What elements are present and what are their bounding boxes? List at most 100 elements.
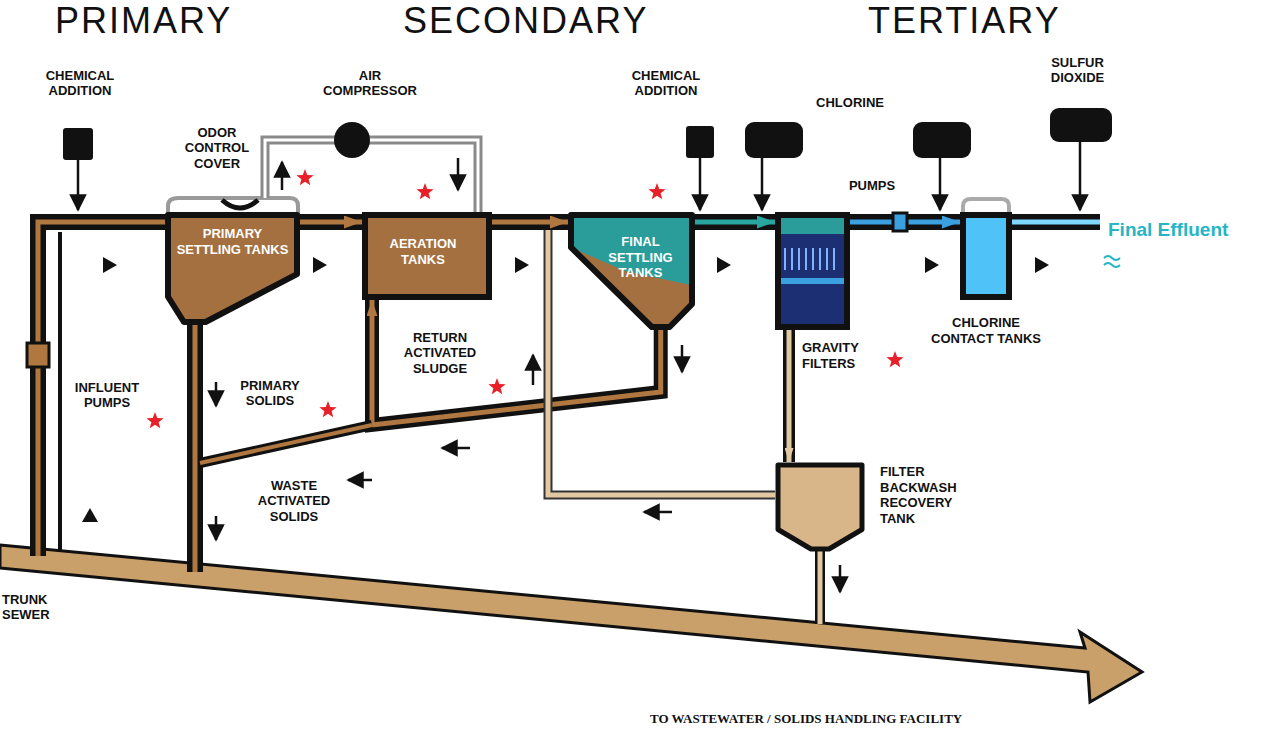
red-star xyxy=(886,351,903,367)
filter-media xyxy=(833,248,835,270)
contact-tank: CHLORINE CONTACT TANKS xyxy=(960,212,1012,300)
settling-tank: PRIMARY SETTLING TANKS xyxy=(165,212,300,325)
sewer-label: TRUNK SEWER xyxy=(2,592,72,623)
pump-symbol xyxy=(27,343,49,367)
filter-media xyxy=(826,248,828,270)
chlorine-feed-box xyxy=(745,122,803,158)
red-star xyxy=(488,378,505,394)
flow-arrow xyxy=(717,257,731,273)
destination-label: TO WASTEWATER / SOLIDS HANDLING FACILITY xyxy=(650,711,962,726)
flow-arrow xyxy=(442,447,470,450)
feed-line xyxy=(939,158,942,210)
tank-label: FINAL SETTLING TANKS xyxy=(592,234,689,281)
flow-arrow xyxy=(215,516,218,540)
filter-tank: GRAVITY FILTERS xyxy=(775,212,850,330)
sulfur-feed-box xyxy=(1050,108,1112,142)
flow-arrow xyxy=(313,257,327,273)
filter-outlet xyxy=(781,278,844,284)
effluent-pipe-core xyxy=(1012,220,1100,225)
section-heading: PRIMARY xyxy=(55,0,232,42)
influent-pipe xyxy=(38,222,168,556)
flow-arrow xyxy=(281,162,284,190)
odor-cover xyxy=(168,198,298,214)
pipe-wall xyxy=(783,330,795,462)
pipe-flow xyxy=(300,220,362,225)
feed-label: SULFUR DIOXIDE xyxy=(1030,55,1125,86)
equipment-label: INFLUENT PUMPS xyxy=(68,380,146,411)
waste-solids-pipe xyxy=(200,425,372,463)
red-star xyxy=(296,169,313,185)
pipe-flow xyxy=(695,220,775,225)
tank-label: FILTER BACKWASH RECOVERY TANK xyxy=(880,464,980,526)
tank-outline xyxy=(365,215,489,297)
flow-arrow xyxy=(103,257,117,273)
filter-media xyxy=(791,248,793,270)
chemical-feed-box xyxy=(686,126,714,158)
equipment-label: AIR COMPRESSOR xyxy=(316,68,424,99)
red-star xyxy=(416,183,433,199)
equipment-label: PUMPS xyxy=(843,178,901,193)
pipe-connector xyxy=(372,300,661,425)
backwash-line xyxy=(548,230,775,495)
settling-tank: FINAL SETTLING TANKS xyxy=(568,212,695,330)
filter-media xyxy=(812,248,814,270)
flow-arrow xyxy=(839,565,842,592)
feed-label: CHLORINE xyxy=(800,95,900,110)
tank-outline xyxy=(571,215,692,327)
pipe-connector xyxy=(789,330,790,462)
flow-arrow xyxy=(348,479,372,482)
feed-line xyxy=(699,158,702,210)
pipe-flow xyxy=(372,300,661,425)
pipe-wall xyxy=(300,214,362,230)
flow-arrow xyxy=(457,158,460,190)
red-star xyxy=(146,412,163,428)
tank-label: PRIMARY SETTLING TANKS xyxy=(175,226,290,257)
flow-arrow xyxy=(515,257,529,273)
pipe-wall xyxy=(850,214,960,230)
chemical-feed-box xyxy=(63,128,93,160)
filter-media xyxy=(784,248,786,270)
pipe-wall xyxy=(372,300,661,425)
air-pipe xyxy=(265,140,478,214)
flow-arrow xyxy=(215,382,218,406)
flow-label: PRIMARY SOLIDS xyxy=(226,378,314,409)
flow-arrow xyxy=(82,508,98,522)
influent-line xyxy=(58,232,62,552)
pipe-flow xyxy=(492,220,568,225)
flow-arrow xyxy=(532,355,535,385)
filter-water xyxy=(781,218,844,234)
red-star xyxy=(648,183,665,199)
cover-label: ODOR CONTROL COVER xyxy=(178,125,256,171)
pipe-flow xyxy=(787,330,792,462)
flow-label: WASTE ACTIVATED SOLIDS xyxy=(248,478,340,524)
pipe-connector xyxy=(695,222,775,223)
effluent-drip xyxy=(1104,256,1120,267)
waste-solids-pipe-core xyxy=(200,425,372,463)
pipe-connector xyxy=(492,222,568,223)
feed-line xyxy=(77,160,80,210)
section-heading: SECONDARY xyxy=(403,0,648,42)
air-compressor xyxy=(334,122,370,158)
effluent-pipe xyxy=(1012,214,1100,230)
tank-shape xyxy=(775,212,850,330)
tank-outline xyxy=(778,465,862,549)
feed-label: CHEMICAL ADDITION xyxy=(26,68,134,99)
feed-label: CHEMICAL ADDITION xyxy=(612,68,720,99)
tank-outline xyxy=(963,215,1009,297)
primary-solids-pipe-core xyxy=(193,322,198,572)
pump-symbol xyxy=(893,213,907,231)
flow-arrow xyxy=(1035,257,1049,273)
section-heading: TERTIARY xyxy=(868,0,1061,42)
recovery-tank: FILTER BACKWASH RECOVERY TANK xyxy=(775,462,865,552)
filter-media xyxy=(819,248,821,270)
tank-water xyxy=(571,215,692,327)
tank-label: AERATION TANKS xyxy=(370,236,476,267)
backwash-line-core xyxy=(548,230,775,495)
flow-arrow xyxy=(681,345,684,372)
filter-media xyxy=(798,248,800,270)
tank-shape xyxy=(960,212,1012,300)
flow-arrow xyxy=(925,257,939,273)
